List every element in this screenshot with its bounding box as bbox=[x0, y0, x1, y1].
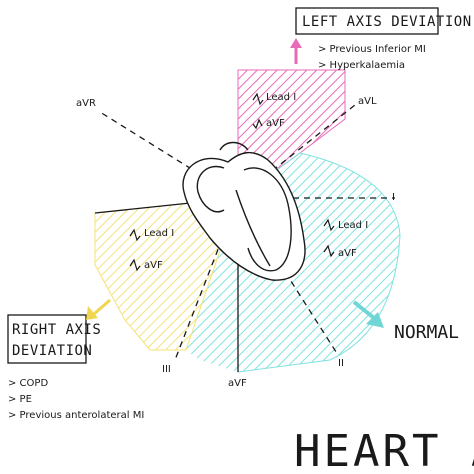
lead-ii-label: II bbox=[338, 358, 344, 369]
yellow-arrow-icon bbox=[86, 298, 111, 320]
right-axis-deviation-box bbox=[7, 314, 87, 364]
avr-label: aVR bbox=[76, 98, 96, 109]
left-cause-1: > Previous Inferior MI bbox=[318, 44, 426, 55]
down-arrow-icon bbox=[352, 300, 384, 328]
cyan-lead-i-label: Lead I bbox=[338, 220, 368, 231]
left-axis-deviation-title: LEFT AXIS DEVIATION bbox=[302, 14, 472, 30]
pink-lead-i-label: Lead I bbox=[266, 92, 296, 103]
yellow-lead-i-squiggle-icon bbox=[129, 228, 141, 242]
cyan-avf-label: aVF bbox=[338, 248, 357, 259]
avl-label: aVL bbox=[358, 96, 377, 107]
lead-iii-label: III bbox=[162, 364, 171, 375]
right-axis-deviation-title-2: DEVIATION bbox=[12, 343, 92, 359]
normal-label: NORMAL bbox=[394, 322, 459, 343]
yellow-avf-squiggle-icon bbox=[129, 258, 141, 272]
yellow-lead-i-label: Lead I bbox=[144, 228, 174, 239]
cyan-lead-i-squiggle-icon bbox=[323, 218, 335, 232]
lead-iii-axis-line bbox=[174, 197, 239, 361]
pink-lead-i-squiggle-icon bbox=[252, 92, 264, 106]
left-cause-2: > Hyperkalaemia bbox=[318, 60, 405, 71]
pink-avf-label: aVF bbox=[266, 118, 285, 129]
avf-label: aVF bbox=[228, 378, 247, 389]
page-title: HEART AXIS bbox=[294, 426, 474, 474]
right-cause-3: > Previous anterolateral MI bbox=[8, 410, 144, 421]
yellow-avf-label: aVF bbox=[144, 260, 163, 271]
right-cause-2: > PE bbox=[8, 394, 32, 405]
heart-icon bbox=[182, 141, 306, 281]
right-axis-deviation-title-1: RIGHT AXIS bbox=[12, 322, 101, 338]
up-arrow-icon bbox=[290, 38, 302, 64]
left-axis-deviation-box bbox=[295, 7, 439, 35]
lead-i-label: I bbox=[392, 192, 395, 203]
cyan-avf-squiggle-icon bbox=[323, 244, 335, 258]
pink-avf-squiggle-icon bbox=[252, 118, 263, 130]
right-cause-1: > COPD bbox=[8, 378, 48, 389]
